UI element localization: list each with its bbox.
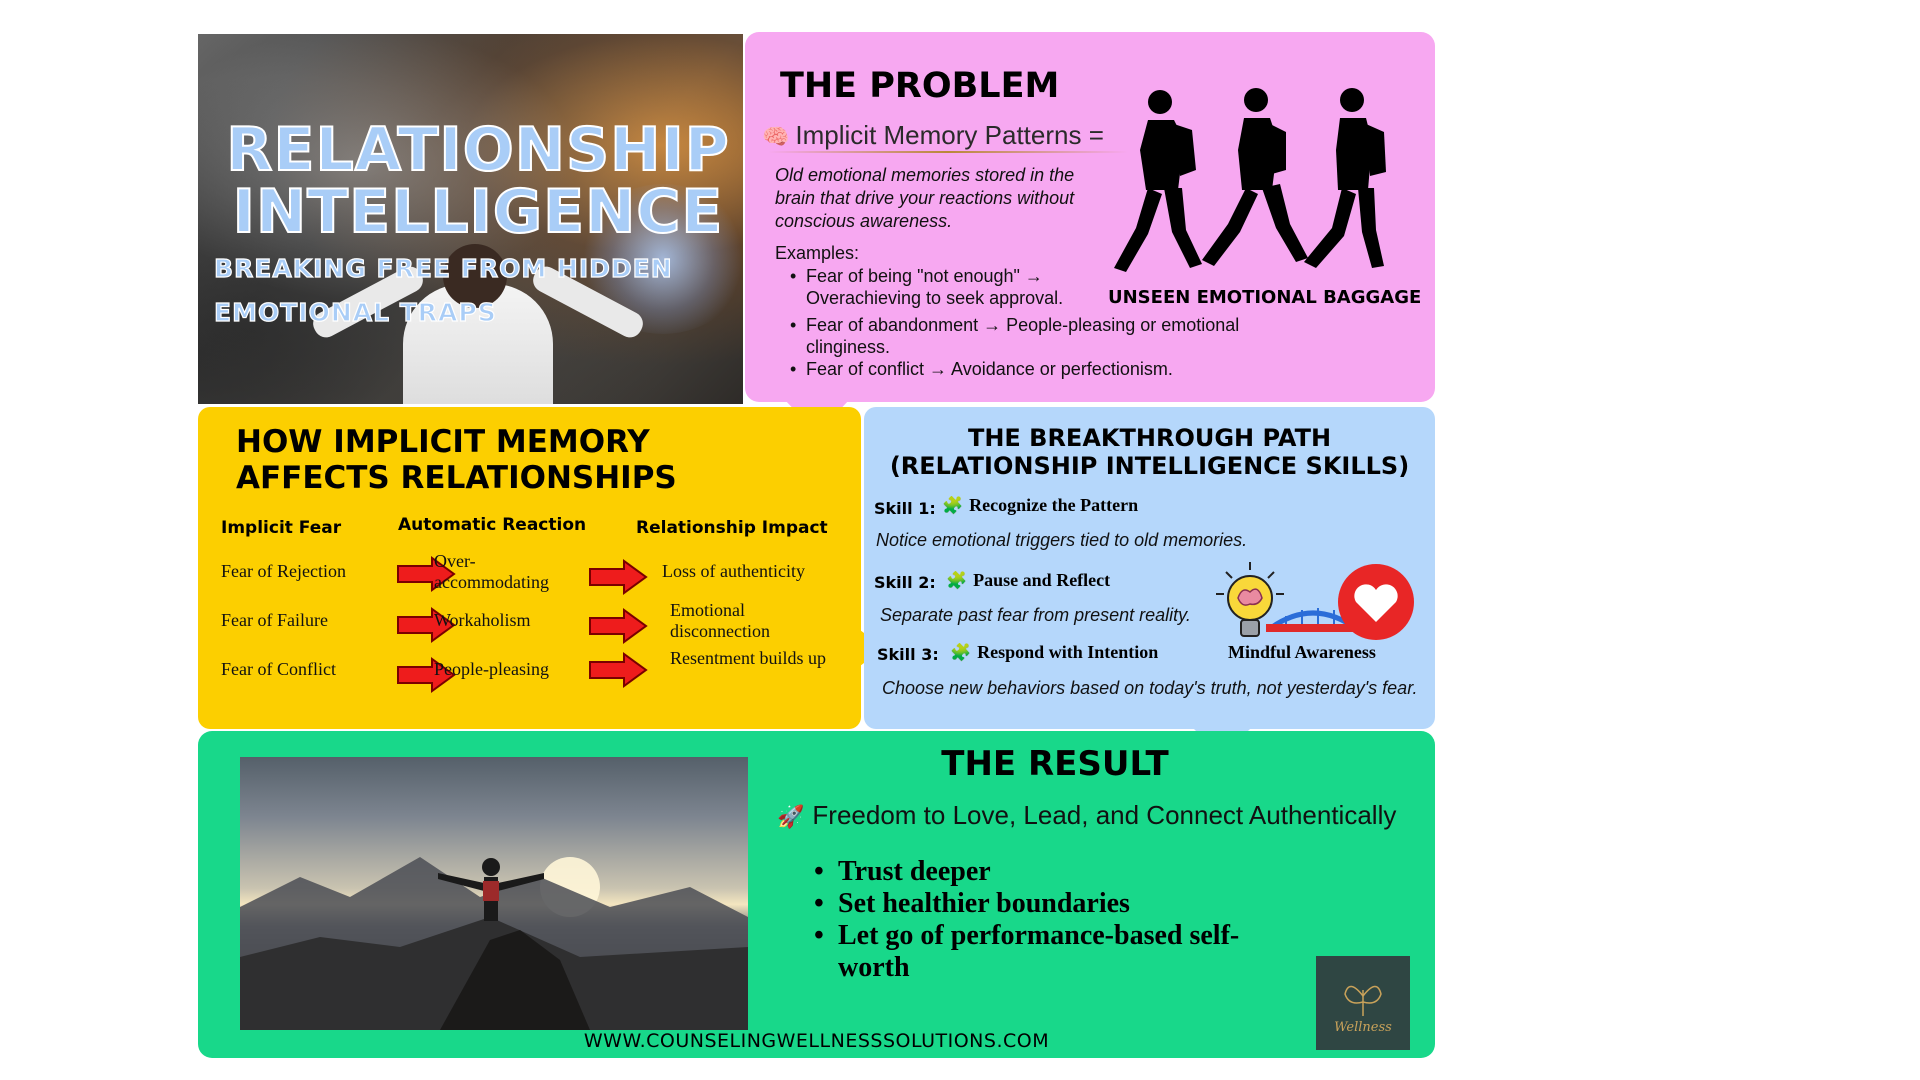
example-item: Fear of abandonment → People-pleasing or… — [790, 314, 1286, 358]
red-arrow-icon — [397, 607, 456, 643]
hero-subtitle-line2: EMOTIONAL TRAPS — [213, 297, 497, 327]
hero-person-head — [443, 244, 507, 308]
impact-cell: Resentment builds up — [670, 648, 826, 668]
result-subtitle-text: Freedom to Love, Lead, and Connect Authe… — [812, 800, 1397, 830]
reaction-cell: People-pleasing — [434, 659, 549, 679]
brain-icon: 🧠 — [762, 124, 790, 149]
rocket-icon: 🚀 — [777, 804, 805, 829]
skill-1-description: Notice emotional triggers tied to old me… — [876, 530, 1248, 550]
result-item: Let go of performance-based self-worth — [814, 920, 1298, 984]
how-title-line1: HOW IMPLICIT MEMORY — [236, 424, 650, 460]
problem-description: Old emotional memories stored in the bra… — [775, 165, 1075, 231]
puzzle-icon: 🧩 — [950, 643, 972, 662]
red-arrow-icon — [397, 556, 456, 592]
lightbulb-brain-icon — [1216, 562, 1284, 637]
example-item: Fear of conflict → Avoidance or perfecti… — [790, 358, 1286, 380]
how-title: HOW IMPLICIT MEMORY AFFECTS RELATIONSHIP… — [236, 424, 677, 496]
silhouette-walker-2 — [1202, 88, 1308, 266]
fear-cell: Fear of Conflict — [221, 659, 336, 679]
mindful-awareness-caption: Mindful Awareness — [1228, 642, 1376, 662]
hero-title-line2: INTELLIGENCE — [232, 177, 724, 247]
examples-label: Examples: — [775, 243, 860, 263]
mountain-summit-photo — [240, 757, 748, 1030]
result-item: Set healthier boundaries — [814, 888, 1130, 920]
butterfly-logo-icon — [1344, 985, 1382, 1016]
how-implicit-panel — [198, 407, 861, 729]
result-subtitle: 🚀 Freedom to Love, Lead, and Connect Auth… — [777, 800, 1396, 831]
breakthrough-title-line1: THE BREAKTHROUGH PATH — [967, 424, 1332, 452]
red-arrow-icon — [589, 652, 648, 688]
logo-text: Wellness — [1334, 1020, 1392, 1035]
problem-title: THE PROBLEM — [780, 66, 1060, 106]
column-header-automatic-reaction: Automatic Reaction — [398, 515, 587, 535]
how-title-line2: AFFECTS RELATIONSHIPS — [236, 460, 677, 496]
skill-3-label: Skill 3: — [877, 645, 939, 664]
reaction-cell: Over-accommodating — [434, 551, 549, 592]
hero-banner: RELATIONSHIP INTELLIGENCE BREAKING FREE … — [198, 34, 743, 404]
impact-cell: Loss of authenticity — [662, 561, 805, 581]
breakthrough-title-line2: (RELATIONSHIP INTELLIGENCE SKILLS) — [889, 452, 1410, 480]
skill-1-label: Skill 1: — [874, 499, 936, 518]
puzzle-icon: 🧩 — [946, 571, 968, 590]
column-header-implicit-fear: Implicit Fear — [221, 518, 342, 538]
walking-silhouettes-image — [1114, 88, 1386, 272]
silhouette-walker-1 — [1114, 90, 1202, 272]
red-arrow-icon — [589, 559, 648, 595]
skill-2-description: Separate past fear from present reality. — [880, 605, 1191, 625]
hero-subtitle-line1: BREAKING FREE FROM HIDDEN — [213, 253, 673, 283]
skill-3-description: Choose new behaviors based on today's tr… — [882, 678, 1418, 698]
reaction-cell: Workaholism — [434, 610, 531, 630]
wellness-logo: Wellness — [1316, 956, 1410, 1050]
problem-subtitle: 🧠Implicit Memory Patterns = — [762, 120, 1104, 151]
result-title: THE RESULT — [941, 744, 1169, 784]
red-arrow-icon — [589, 608, 648, 644]
red-arrow-icon — [397, 657, 456, 693]
website-url[interactable]: WWW.COUNSELINGWELLNESSSOLUTIONS.COM — [583, 1030, 1050, 1052]
fear-cell: Fear of Failure — [221, 610, 328, 630]
result-item: Trust deeper — [814, 856, 991, 888]
breakthrough-panel — [864, 407, 1435, 729]
heart-icon — [1338, 564, 1414, 640]
skill-2-name: 🧩Pause and Reflect — [946, 570, 1111, 590]
skill-1-name: 🧩Recognize the Pattern — [942, 495, 1139, 515]
example-item: Fear of being "not enough" → Overachievi… — [790, 265, 1096, 309]
decorative-divider — [768, 151, 1128, 153]
skill-2-label: Skill 2: — [874, 573, 936, 592]
skill-3-name: 🧩Respond with Intention — [950, 642, 1159, 662]
baggage-caption: UNSEEN EMOTIONAL BAGGAGE — [1108, 287, 1422, 308]
column-header-relationship-impact: Relationship Impact — [636, 518, 828, 538]
fear-cell: Fear of Rejection — [221, 561, 346, 581]
problem-subtitle-text: Implicit Memory Patterns = — [795, 120, 1104, 150]
mountain-scene — [240, 857, 748, 1030]
hero-title-line1: RELATIONSHIP — [225, 115, 730, 185]
impact-cell: Emotional disconnection — [670, 600, 770, 641]
silhouette-walker-3 — [1304, 88, 1386, 268]
mindful-awareness-image — [1216, 562, 1414, 640]
puzzle-icon: 🧩 — [942, 496, 964, 515]
